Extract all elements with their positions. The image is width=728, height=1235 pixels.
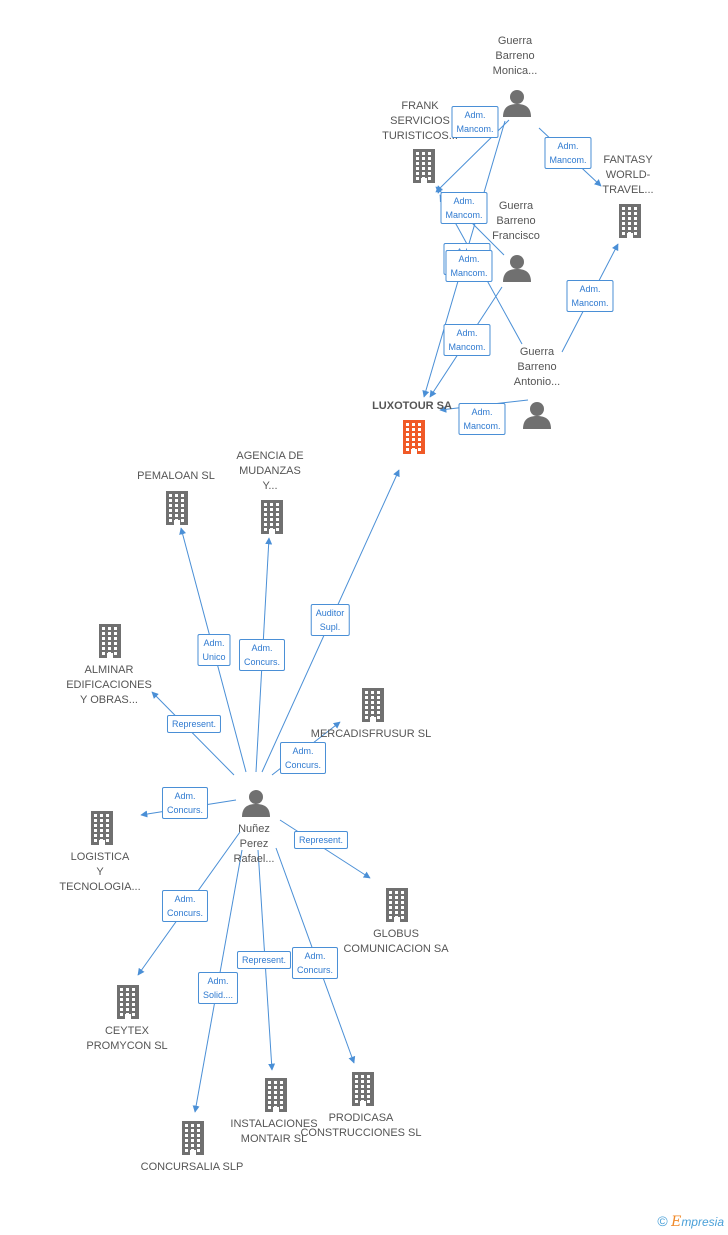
edge-label-nunez-to-concursalia[interactable]: Adm. Solid.... [197, 972, 239, 1004]
edge-label-nunez-to-globus[interactable]: Represent. [293, 831, 349, 849]
edge-label-nunez-to-instalaciones[interactable]: Represent. [236, 951, 292, 969]
edge-label-nunez-to-luxotour[interactable]: Auditor Supl. [310, 604, 350, 636]
node-luxotour-building-icon[interactable] [401, 420, 427, 459]
node-label-instalaciones[interactable]: INSTALACIONES MONTAIR SL [230, 1118, 318, 1145]
edge-label-nunez-to-mercadis[interactable]: Adm. Concurs. [279, 742, 327, 774]
edge-label-monica-to-fantasy[interactable]: Adm. Mancom. [544, 137, 592, 169]
edge-label-nunez-to-alminar[interactable]: Represent. [166, 715, 222, 733]
node-label-ceytex[interactable]: CEYTEX PROMYCON SL [86, 1025, 168, 1052]
node-label-concursalia[interactable]: CONCURSALIA SLP [140, 1161, 244, 1173]
node-nunez-person-icon[interactable] [242, 789, 270, 822]
node-label-francisco[interactable]: Guerra Barreno Francisco [492, 200, 540, 242]
edge-label-nunez-to-ceytex[interactable]: Adm. Concurs. [161, 890, 209, 922]
node-instalaciones-building-icon[interactable] [263, 1078, 289, 1117]
edge-label-monica-to-frank[interactable]: Adm. Mancom. [451, 106, 499, 138]
node-prodicasa-building-icon[interactable] [350, 1072, 376, 1111]
edge-label-antonio-to-luxotour[interactable]: Adm. Mancom. [458, 403, 506, 435]
node-mercadis-building-icon[interactable] [360, 688, 386, 727]
edge-label-nunez-to-logistica[interactable]: Adm. Concurs. [161, 787, 209, 819]
node-label-fantasy[interactable]: FANTASY WORLD- TRAVEL... [602, 154, 654, 196]
node-label-alminar[interactable]: ALMINAR EDIFICACIONES Y OBRAS... [66, 664, 152, 706]
node-label-globus[interactable]: GLOBUS COMUNICACION SA [343, 928, 449, 955]
node-fantasy-building-icon[interactable] [617, 204, 643, 243]
edge-label-francisco-to-luxotour[interactable]: Adm. Mancom. [443, 324, 491, 356]
edge-label-nunez-to-mudanzas[interactable]: Adm. Concurs. [238, 639, 286, 671]
edge-label-antonio-to-frank[interactable]: Adm. Mancom. [445, 250, 493, 282]
node-mudanzas-building-icon[interactable] [259, 500, 285, 539]
node-logistica-building-icon[interactable] [89, 811, 115, 850]
node-label-frank[interactable]: FRANK SERVICIOS TURISTICOS... [382, 100, 458, 142]
edge-label-nunez-to-prodicasa[interactable]: Adm. Concurs. [291, 947, 339, 979]
node-francisco-person-icon[interactable] [503, 254, 531, 287]
node-alminar-building-icon[interactable] [97, 624, 123, 663]
copyright-icon: © [657, 1213, 668, 1229]
brand-logo-initial: E [671, 1214, 682, 1230]
node-label-mercadis[interactable]: MERCADISFRUSUR SL [310, 728, 432, 740]
node-pemaloan-building-icon[interactable] [164, 491, 190, 530]
node-label-antonio[interactable]: Guerra Barreno Antonio... [513, 346, 561, 388]
node-label-logistica[interactable]: LOGISTICA Y TECNOLOGIA... [59, 851, 141, 893]
edge-label-nunez-to-pemaloan[interactable]: Adm. Unico [197, 634, 231, 666]
edge-nunez-to-alminar [151, 691, 235, 776]
node-frank-building-icon[interactable] [411, 149, 437, 188]
node-ceytex-building-icon[interactable] [115, 985, 141, 1024]
node-label-pemaloan[interactable]: PEMALOAN SL [137, 470, 215, 482]
brand-logo-text: mpresia [681, 1215, 724, 1229]
node-label-mudanzas[interactable]: AGENCIA DE MUDANZAS Y... [236, 450, 304, 492]
node-label-prodicasa[interactable]: PRODICASA CONSTRUCCIONES SL [300, 1112, 422, 1139]
node-monica-person-icon[interactable] [503, 89, 531, 122]
edge-label-antonio-to-fantasy[interactable]: Adm. Mancom. [566, 280, 614, 312]
node-label-monica[interactable]: Guerra Barreno Monica... [492, 35, 538, 77]
node-label-luxotour[interactable]: LUXOTOUR SA [372, 400, 452, 412]
edge-nunez-to-globus [279, 819, 371, 879]
copyright-notice[interactable]: © Empresia [657, 1213, 724, 1230]
node-antonio-person-icon[interactable] [523, 401, 551, 434]
edge-label-francisco-to-frank[interactable]: Adm. Mancom. [440, 192, 488, 224]
node-label-nunez[interactable]: Nuñez Perez Rafael... [233, 823, 275, 865]
node-globus-building-icon[interactable] [384, 888, 410, 927]
node-concursalia-building-icon[interactable] [180, 1121, 206, 1160]
